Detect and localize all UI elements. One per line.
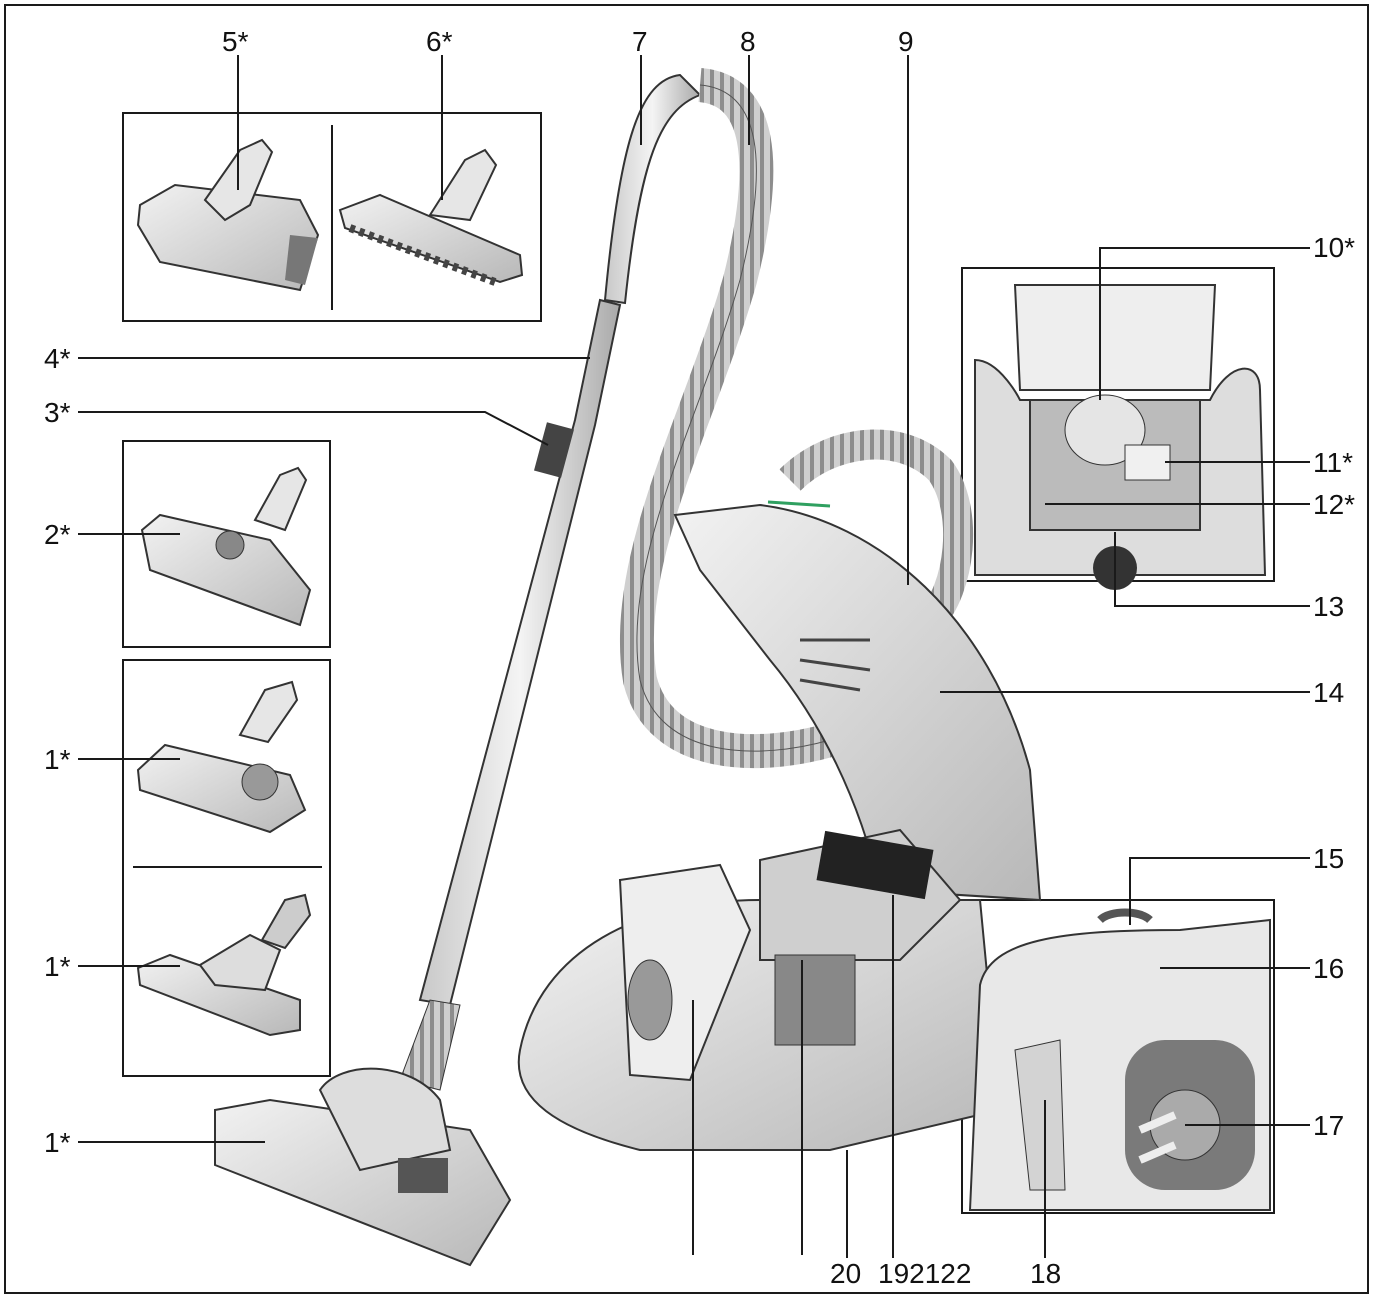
label-4: 4* xyxy=(44,343,71,374)
leader-10 xyxy=(1099,247,1310,400)
floor-nozzle-1-drawing xyxy=(136,680,307,834)
label-8: 8 xyxy=(740,26,756,57)
leader-15 xyxy=(1129,857,1310,925)
label-7: 7 xyxy=(632,26,648,57)
label-9: 9 xyxy=(898,26,914,57)
appliance-body-drawing xyxy=(517,828,1002,1151)
label-14: 14 xyxy=(1313,677,1345,708)
label-18: 18 xyxy=(1030,1258,1062,1289)
label-11: 11* xyxy=(1313,447,1353,478)
label-15: 15 xyxy=(1313,843,1345,874)
leader-3 xyxy=(78,411,549,446)
floor-nozzle-2-drawing xyxy=(136,893,312,1037)
leader-13 xyxy=(1114,532,1310,607)
floor-nozzle-main-drawing xyxy=(214,1067,512,1267)
label-2: 2* xyxy=(44,519,71,550)
label-13: 13 xyxy=(1313,591,1345,622)
diagram-border xyxy=(4,4,1369,1294)
label-6: 6* xyxy=(426,26,453,57)
label-17: 17 xyxy=(1313,1110,1345,1141)
combination-nozzle-drawing xyxy=(136,138,320,292)
parquet-brush-drawing xyxy=(338,148,524,286)
label-20: 20 xyxy=(830,1258,862,1289)
label-1a: 1* xyxy=(44,744,71,775)
label-10: 10* xyxy=(1313,232,1356,263)
dust-compartment-drawing xyxy=(974,284,1267,590)
label-12: 12* xyxy=(1313,489,1356,520)
label-1b: 1* xyxy=(44,951,71,982)
label-5: 5* xyxy=(222,26,249,57)
telescopic-tube-drawing xyxy=(399,73,702,1091)
label-19-21-22: 192122 xyxy=(878,1258,972,1289)
cord-rewind-drawing xyxy=(968,908,1271,1211)
label-1c: 1* xyxy=(44,1127,71,1158)
turbo-brush-drawing xyxy=(140,466,312,627)
lid-drawing xyxy=(673,500,1042,902)
label-16: 16 xyxy=(1313,953,1345,984)
label-3: 3* xyxy=(44,397,71,428)
